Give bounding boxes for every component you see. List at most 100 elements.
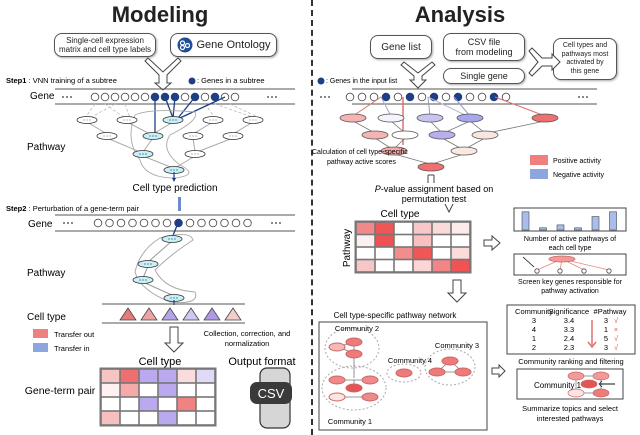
- step1-heading: Step1 : VNN training of a subtree: [6, 76, 117, 85]
- gene-node: [100, 92, 110, 102]
- node-dot: [255, 119, 257, 121]
- negative-swatch: [530, 169, 548, 179]
- cell-type-triangles: [119, 307, 242, 321]
- grid-cell: [101, 411, 120, 425]
- grid-cell: [432, 260, 451, 272]
- bar-caption-line2: each cell type: [549, 245, 592, 252]
- node-dot: [149, 135, 151, 137]
- gene-node: [453, 92, 463, 102]
- gene-node: [441, 92, 451, 102]
- gene-node: [120, 92, 130, 102]
- transfer-out-label: Transfer out: [54, 330, 95, 339]
- modeling-title: Modeling: [111, 2, 209, 27]
- step2-pathway-nodes: [132, 235, 185, 302]
- node-dot: [139, 279, 141, 281]
- gene-label-step1: Gene: [30, 91, 55, 102]
- node-dot: [171, 238, 173, 240]
- analysis-title: Analysis: [414, 2, 506, 27]
- node-dot: [83, 119, 85, 121]
- ellipsis-dot: [578, 96, 580, 98]
- cell-type-label: Cell type: [27, 312, 66, 323]
- bar-2: [539, 227, 547, 231]
- result-line4: this gene: [570, 67, 600, 75]
- table-cell: 3: [532, 316, 536, 325]
- ellipsis-dot: [71, 222, 73, 224]
- input-legend-dot: [317, 77, 325, 85]
- table-cell: 3.4: [564, 316, 574, 325]
- community-4-label: Community 4: [388, 356, 432, 365]
- table-cell: 1: [532, 334, 536, 343]
- gene-node: [210, 92, 220, 102]
- cell-type-prediction-label: Cell type prediction: [132, 183, 217, 194]
- active-pathway-bars: [521, 211, 617, 231]
- summary-line1: Summarize topics and select: [522, 404, 619, 413]
- node-dot: [168, 238, 170, 240]
- grid-cell: [394, 235, 413, 247]
- pathway-hierarchy-links: [86, 121, 254, 169]
- grid-cell: [413, 260, 432, 272]
- gene-term-matrix: [99, 367, 217, 427]
- node-dot: [232, 135, 234, 137]
- single-gene-box: Single gene: [443, 68, 525, 84]
- node-dot: [189, 135, 191, 137]
- grid-cell: [139, 411, 158, 425]
- right-arrow-icon: [483, 234, 501, 252]
- table-cell: 3.3: [564, 325, 574, 334]
- pvalue-arrow-icon: [427, 174, 435, 183]
- ellipsis-dot: [66, 96, 68, 98]
- output-format-title: Output format: [228, 356, 295, 368]
- grid-cell: [432, 235, 451, 247]
- node-dot: [170, 169, 172, 171]
- gene-node: [231, 218, 241, 228]
- node-dot: [145, 279, 147, 281]
- table-cell: 5: [604, 334, 608, 343]
- positive-label: Positive activity: [553, 158, 601, 165]
- table-header: Community: [515, 307, 553, 316]
- grid-cell: [120, 411, 139, 425]
- ranking-caption: Community ranking and filtering: [518, 357, 623, 366]
- node-dot: [126, 119, 128, 121]
- grid-cell: [356, 247, 375, 259]
- grid-cell: [356, 260, 375, 272]
- node-dot: [147, 263, 149, 265]
- node-dot: [235, 135, 237, 137]
- table-cell: 3: [604, 343, 608, 352]
- node-dot: [152, 135, 154, 137]
- activity-pathway-node: [380, 146, 408, 156]
- gene-node: [489, 92, 499, 102]
- gene-node: [151, 218, 160, 228]
- node-dot: [142, 153, 144, 155]
- calc-line2: pathway active scores: [327, 159, 396, 166]
- community-1-label: Community 1: [328, 417, 372, 426]
- ellipsis-dot: [320, 96, 322, 98]
- activity-pathway-node: [456, 113, 484, 123]
- node-dot: [175, 119, 177, 121]
- table-cell: 2.3: [564, 343, 574, 352]
- table-cell: 2: [532, 343, 536, 352]
- csv-label: CSV: [258, 386, 285, 401]
- activity-pathway-node: [428, 130, 456, 140]
- gene-node: [116, 218, 126, 228]
- pathway-label-step2: Pathway: [27, 268, 65, 279]
- node-dot: [197, 153, 199, 155]
- gene-list-box: Gene list: [370, 35, 432, 59]
- community-3-label: Community 3: [435, 341, 479, 350]
- activity-pathway-node: [391, 130, 419, 140]
- node-dot: [192, 135, 194, 137]
- grid-cell: [394, 260, 413, 272]
- summary-community-label: Community 1: [534, 381, 582, 390]
- input-legend-label: : Genes in the input list: [326, 78, 397, 85]
- merge-arrow-icon-analysis: [400, 47, 561, 89]
- gene-node: [405, 92, 415, 102]
- pathway-heatmap: [354, 220, 472, 274]
- table-cell: 4: [532, 325, 536, 334]
- matrix-title: Cell type: [139, 356, 182, 368]
- cell-type-triangle: [203, 307, 221, 321]
- bar-1: [521, 211, 530, 231]
- node-dot: [195, 135, 197, 137]
- grid-cell: [432, 222, 451, 234]
- csv-file-box: CSV file from modeling: [443, 33, 525, 61]
- activity-pathway-node: [531, 113, 559, 123]
- node-dot: [176, 297, 178, 299]
- ellipsis-dot: [267, 96, 269, 98]
